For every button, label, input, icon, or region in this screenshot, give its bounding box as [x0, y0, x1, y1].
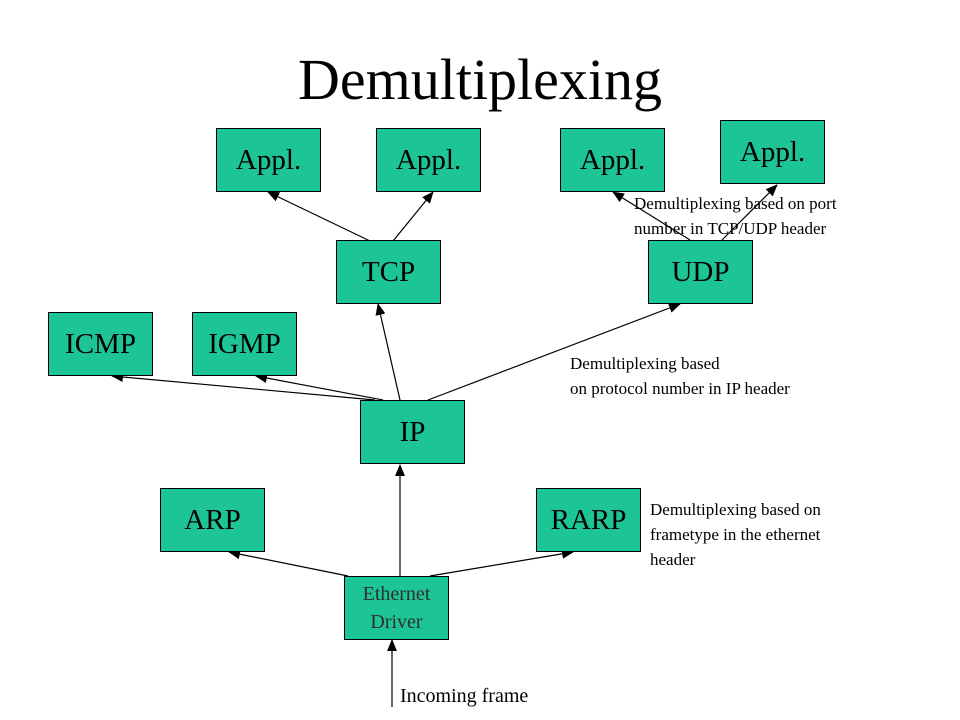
- port-demux-note-line-2: number in TCP/UDP header: [634, 219, 827, 238]
- tcp-box: TCP: [336, 240, 441, 304]
- arrow-tcp-to-appl-1: [267, 191, 371, 242]
- incoming-frame-label: Incoming frame: [400, 685, 529, 707]
- arrow-ip-to-igmp: [255, 373, 384, 401]
- frametype-demux-note-line-1: Demultiplexing based on: [650, 500, 821, 519]
- frametype-demux-note: Demultiplexing based on frametype in the…: [650, 497, 821, 572]
- igmp-box: IGMP: [192, 312, 297, 376]
- arp-box: ARP: [160, 488, 265, 552]
- page-title: Demultiplexing: [297, 47, 663, 112]
- port-demux-note: Demultiplexing based on port number in T…: [634, 191, 837, 241]
- protocol-demux-note: Demultiplexing based on protocol number …: [570, 351, 790, 401]
- arrow-ip-to-tcp: [375, 303, 401, 401]
- arrow-ethernet-to-arp: [228, 549, 349, 577]
- appl-box-3: Appl.: [560, 128, 665, 192]
- appl-box-4: Appl.: [720, 120, 825, 184]
- frametype-demux-note-line-3: header: [650, 550, 696, 569]
- arrow-ethernet-to-rarp: [429, 548, 574, 577]
- icmp-box: ICMP: [48, 312, 153, 376]
- appl-box-1: Appl.: [216, 128, 321, 192]
- ip-box: IP: [360, 400, 465, 464]
- ethernet-driver-line-1: Ethernet: [362, 583, 431, 605]
- rarp-box: RARP: [536, 488, 641, 552]
- protocol-demux-note-line-2: on protocol number in IP header: [570, 379, 790, 398]
- udp-box: UDP: [648, 240, 753, 304]
- protocol-demux-note-line-1: Demultiplexing based: [570, 354, 720, 373]
- arrow-tcp-to-appl-2: [392, 191, 434, 242]
- ethernet-driver-line-2: Driver: [370, 611, 423, 633]
- port-demux-note-line-1: Demultiplexing based on port: [634, 194, 837, 213]
- frametype-demux-note-line-2: frametype in the ethernet: [650, 525, 821, 544]
- appl-box-2: Appl.: [376, 128, 481, 192]
- arrow-ip-to-icmp: [111, 372, 376, 401]
- ethernet-driver-box: Ethernet Driver: [344, 576, 449, 640]
